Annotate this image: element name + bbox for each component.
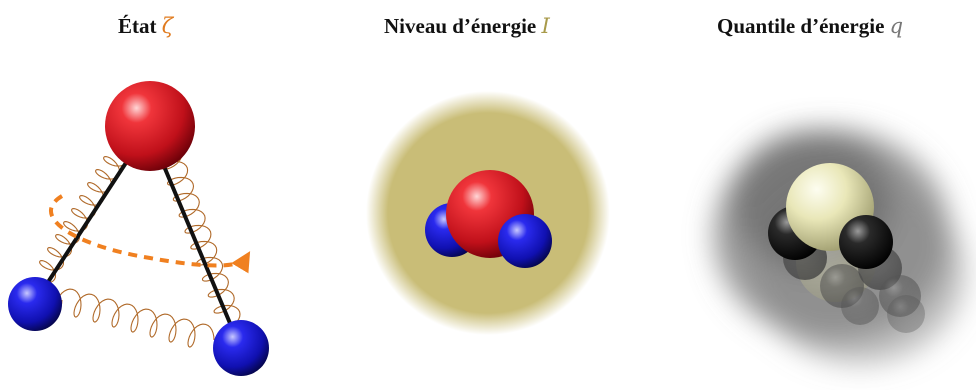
spring-bottom bbox=[54, 288, 215, 348]
bond-right bbox=[156, 150, 242, 349]
hydrogen-atom-right bbox=[213, 320, 269, 376]
panel-title-energy-quantile-text: Quantile d’énergie bbox=[717, 14, 885, 38]
panel-title-energy-level: Niveau d’énergie I bbox=[384, 14, 550, 39]
panel-title-energy-level-text: Niveau d’énergie bbox=[384, 14, 537, 38]
energy-level-panel bbox=[366, 91, 610, 335]
energy-quantile-panel bbox=[714, 130, 965, 364]
energy-quantile-symbol: q bbox=[889, 14, 904, 38]
ghost-hydrogen bbox=[841, 287, 879, 325]
energy-level-symbol: I bbox=[541, 14, 550, 38]
hydrogen-atom-right bbox=[839, 215, 893, 269]
hydrogen-atom-left bbox=[8, 277, 62, 331]
oxygen-atom bbox=[105, 81, 195, 171]
panel-title-energy-quantile: Quantile d’énergie q bbox=[717, 14, 903, 39]
spring-right bbox=[155, 144, 241, 327]
state-symbol: ζ bbox=[161, 14, 174, 38]
ghost-hydrogen bbox=[887, 295, 925, 333]
panel-title-state-text: État bbox=[118, 14, 157, 38]
rotation-arrow bbox=[48, 194, 251, 274]
hydrogen-atom-front bbox=[498, 214, 552, 268]
panel-title-state: État ζ bbox=[118, 14, 173, 39]
state-panel bbox=[8, 81, 269, 376]
